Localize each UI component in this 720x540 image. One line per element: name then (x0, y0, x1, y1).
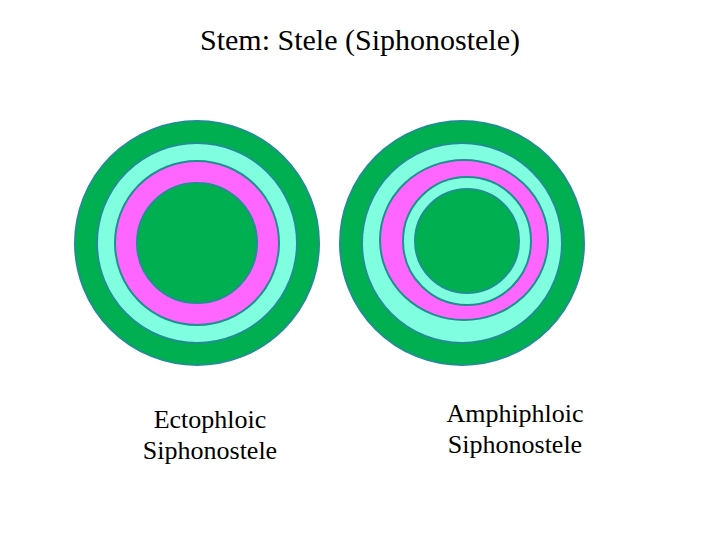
stele-type-label: Amphiphloic Siphonostele (415, 398, 615, 460)
phloem-ring (380, 160, 548, 320)
pericycle-ring (97, 143, 297, 343)
pith-circle (415, 189, 519, 293)
stele-type-label: Ectophloic Siphonostele (110, 404, 310, 466)
phloem-ring (115, 161, 279, 325)
cortex-ring (340, 121, 584, 365)
cortex-ring (75, 121, 319, 365)
inner-ring (403, 177, 531, 305)
pith-circle (137, 183, 257, 303)
amphiphloic-stele (340, 121, 584, 365)
ectophloic-stele (75, 121, 319, 365)
pericycle-ring (362, 143, 562, 343)
diagram-title: Stem: Stele (Siphonostele) (60, 22, 660, 58)
